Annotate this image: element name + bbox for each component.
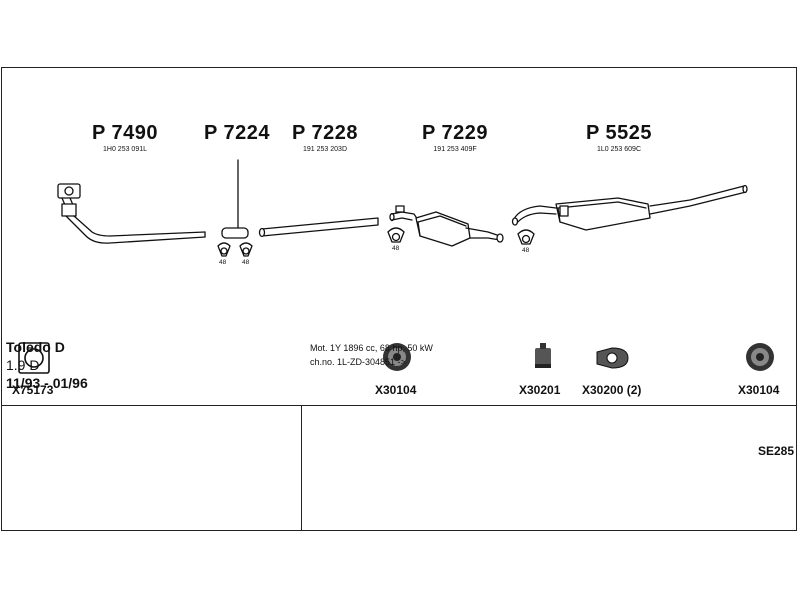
clamp-pair-1: [217, 242, 253, 257]
part-label-p7224: P 7224: [204, 122, 270, 145]
vertical-divider: [301, 405, 302, 531]
part-number: P 7228: [292, 122, 359, 144]
part-number: P 7224: [204, 122, 271, 144]
rubber-mount-icon: [746, 343, 774, 371]
bracket-icon: [535, 343, 551, 368]
part-label-p7228: P 7228 191 253 203D: [292, 122, 358, 153]
clamp-ring-icon: [596, 347, 629, 369]
vehicle-years: 11/93 - 01/96: [6, 375, 88, 391]
diagram-frame: [1, 67, 797, 531]
part-label-p7490: P 7490 1H0 253 091L: [92, 122, 158, 153]
middle-silencer-p7229: [389, 205, 504, 247]
vehicle-engine: 1.9 D: [6, 357, 40, 373]
rubber-mount-icon: [383, 343, 411, 371]
accessory-code: X30104: [375, 383, 417, 397]
accessory-code: X30201: [519, 383, 561, 397]
connector-p7224: [221, 159, 249, 239]
engine-details: Mot. 1Y 1896 cc, 68 hp, 50 kW ch.no. 1L-…: [310, 341, 433, 369]
vehicle-info: Toledo D 1.9 D 11/93 - 01/96: [6, 339, 88, 391]
part-ref: 191 253 203D: [303, 146, 347, 153]
part-label-p7229: P 7229 191 253 409F: [422, 122, 488, 153]
chassis-details-line: ch.no. 1L-ZD-304851 ->: [310, 357, 406, 367]
clamp-number: 48: [242, 259, 250, 266]
part-label-p5525: P 5525 1L0 253 609C: [586, 122, 652, 153]
clamp-number: 48: [522, 247, 530, 254]
engine-details-line: Mot. 1Y 1896 cc, 68 hp, 50 kW: [310, 343, 433, 353]
sheet-code: SE285: [757, 444, 794, 458]
clamp-2: [387, 227, 405, 243]
clamp-number: 48: [392, 245, 400, 252]
horizontal-divider: [2, 405, 796, 406]
vehicle-model: Toledo D: [6, 339, 65, 355]
part-number: P 7229: [422, 122, 489, 144]
gasket-icon: [18, 342, 50, 374]
part-ref: 1H0 253 091L: [103, 146, 147, 153]
part-number: P 7490: [92, 122, 159, 144]
part-ref: 191 253 409F: [433, 146, 477, 153]
accessory-code: X30104: [738, 383, 780, 397]
accessory-code: X75173: [12, 383, 54, 397]
middle-pipe-p7228: [258, 217, 379, 238]
rear-silencer-p5525: [511, 184, 748, 231]
part-number: P 5525: [586, 122, 653, 144]
front-pipe-p7490: [57, 183, 206, 244]
part-ref: 1L0 253 609C: [597, 146, 641, 153]
clamp-3: [517, 229, 535, 245]
accessory-code: X30200 (2): [582, 383, 642, 397]
clamp-number: 48: [219, 259, 227, 266]
